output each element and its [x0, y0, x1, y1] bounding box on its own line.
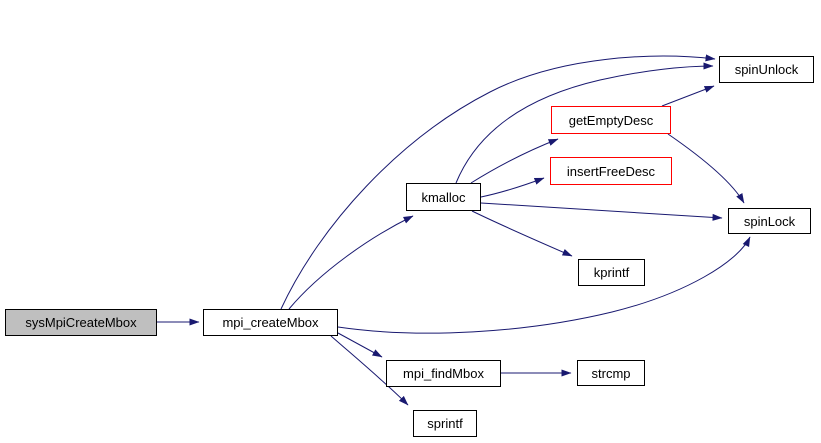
node-spinLock[interactable]: spinLock [728, 208, 811, 234]
node-kmalloc[interactable]: kmalloc [406, 183, 481, 211]
edge-getEmptyDesc-spinUnlock [661, 85, 715, 107]
node-spinUnlock[interactable]: spinUnlock [719, 56, 814, 83]
edge-getEmptyDesc-spinLock [667, 133, 745, 204]
edge-kmalloc-spinUnlock [455, 62, 714, 184]
edge-kmalloc-spinLock [480, 202, 723, 221]
node-strcmp[interactable]: strcmp [577, 360, 645, 386]
edge-kmalloc-getEmptyDesc [470, 138, 559, 184]
edge-mpi_createMbox-spinUnlock [280, 54, 716, 310]
node-mpi_findMbox[interactable]: mpi_findMbox [386, 360, 501, 387]
node-mpi_createMbox[interactable]: mpi_createMbox [203, 309, 338, 336]
edge-mpi_createMbox-mpi_findMbox [337, 332, 383, 358]
edge-mpi_createMbox-spinLock [337, 236, 751, 334]
edge-kmalloc-kprintf [471, 210, 573, 257]
node-kprintf[interactable]: kprintf [578, 259, 645, 286]
node-insertFreeDesc[interactable]: insertFreeDesc [550, 157, 672, 185]
node-getEmptyDesc[interactable]: getEmptyDesc [551, 106, 671, 134]
edge-mpi_createMbox-kmalloc [288, 215, 414, 310]
node-sysMpiCreateMbox: sysMpiCreateMbox [5, 309, 157, 336]
node-sprintf[interactable]: sprintf [413, 410, 477, 437]
edge-kmalloc-insertFreeDesc [480, 177, 545, 198]
edge-mpi_createMbox-sprintf [330, 335, 409, 406]
